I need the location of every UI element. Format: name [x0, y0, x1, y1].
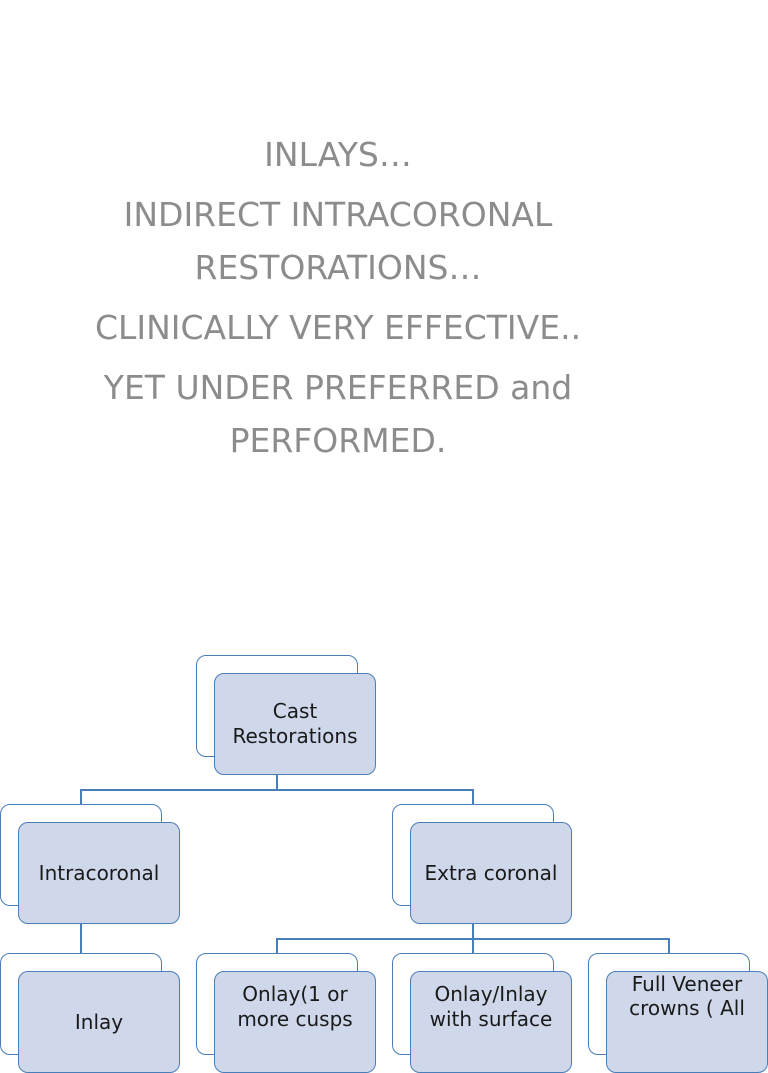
connector-to-intracoronal — [80, 789, 82, 805]
onlay-cusps-node-shadow — [196, 953, 358, 1055]
inlay-node-shadow — [0, 953, 162, 1055]
connector-level1-bar — [80, 789, 474, 791]
title-line-clinically: CLINICALLY VERY EFFECTIVE.. — [94, 308, 582, 347]
inlay-node: Inlay — [18, 971, 180, 1073]
root-node-label: Cast Restorations — [232, 699, 358, 748]
connector-to-onlay-cusps — [276, 938, 278, 954]
title-line-under-preferred: YET UNDER PREFERRED and PERFORMED. — [103, 368, 573, 460]
slide-title: INLAYS… INDIRECT INTRACORONAL RESTORATIO… — [0, 128, 676, 474]
connector-level2-bar — [276, 938, 670, 940]
onlay-inlay-node-label: Onlay/Inlay with surface — [429, 982, 553, 1031]
root-node-shadow — [196, 655, 358, 757]
extracoronal-node-shadow — [392, 804, 554, 906]
full-veneer-node: Full Veneer crowns ( All — [606, 971, 768, 1073]
root-node-cast-restorations: Cast Restorations — [214, 673, 376, 775]
title-line-indirect: INDIRECT INTRACORONAL RESTORATIONS… — [123, 195, 553, 287]
onlay-cusps-node: Onlay(1 or more cusps — [214, 971, 376, 1073]
onlay-inlay-node-shadow — [392, 953, 554, 1055]
connector-extracoronal-down — [472, 922, 474, 939]
connector-intracoronal-down — [80, 922, 82, 954]
title-line-inlays: INLAYS… — [264, 135, 412, 174]
connector-to-onlay-inlay — [472, 938, 474, 954]
inlay-node-label: Inlay — [74, 1009, 124, 1034]
onlay-cusps-node-label: Onlay(1 or more cusps — [237, 982, 353, 1031]
connector-to-full-veneer — [668, 938, 670, 954]
extracoronal-node: Extra coronal — [410, 822, 572, 924]
intracoronal-node-label: Intracoronal — [38, 860, 160, 885]
connector-to-extracoronal — [472, 789, 474, 805]
extracoronal-node-label: Extra coronal — [424, 860, 558, 885]
full-veneer-node-shadow — [588, 953, 750, 1055]
intracoronal-node-shadow — [0, 804, 162, 906]
intracoronal-node: Intracoronal — [18, 822, 180, 924]
full-veneer-node-label: Full Veneer crowns ( All — [629, 972, 745, 1020]
onlay-inlay-node: Onlay/Inlay with surface — [410, 971, 572, 1073]
connector-root-down — [276, 772, 278, 790]
